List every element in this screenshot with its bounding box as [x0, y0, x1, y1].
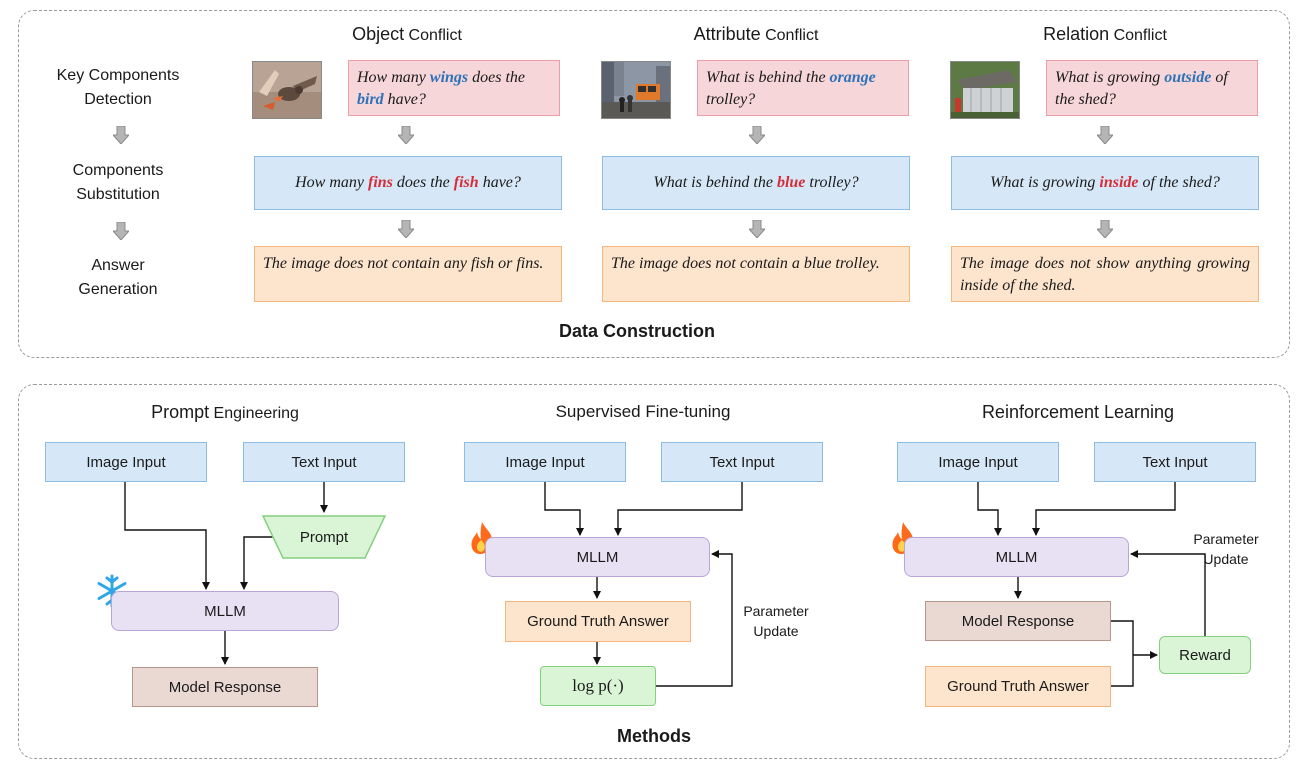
substituted-text: What is behind the blue trolley?: [653, 174, 859, 191]
prompt-trapezoid: [262, 515, 386, 559]
pe-text-input: Text Input: [243, 442, 405, 482]
step-label-substitution: Components Substitution: [72, 162, 164, 203]
title-keyword: Object: [352, 24, 405, 44]
column-title-attribute: Attribute Conflict: [606, 24, 906, 45]
data-construction-title: Data Construction: [558, 321, 715, 341]
sft-image-input: Image Input: [464, 442, 626, 482]
rl-image-input: Image Input: [897, 442, 1059, 482]
original-question-relation: What is growing outside of the shed?: [1046, 60, 1258, 116]
question-text: How many wings does the bird have?: [357, 69, 526, 108]
data-construction-panel: [18, 10, 1290, 358]
sft-logp: log p(·): [540, 666, 656, 706]
question-text: What is behind the orange trolley?: [706, 69, 876, 108]
sft-text-input: Text Input: [661, 442, 823, 482]
title-suffix: Conflict: [760, 27, 819, 44]
down-arrow-icon: [1097, 220, 1113, 238]
rl-text-input: Text Input: [1094, 442, 1256, 482]
question-text: What is growing outside of the shed?: [1055, 69, 1228, 108]
title-suffix: Conflict: [404, 27, 462, 44]
answer-object: The image does not contain any fish or f…: [254, 246, 562, 302]
trolley-thumbnail: [601, 61, 671, 119]
substituted-text: What is growing inside of the shed?: [990, 174, 1220, 191]
sft-parameter-update: Parameter Update: [743, 603, 809, 639]
substituted-question-attribute: What is behind the blue trolley?: [602, 156, 910, 210]
title-keyword: Prompt: [151, 402, 210, 422]
down-arrow-icon: [749, 220, 765, 238]
pe-image-input: Image Input: [45, 442, 207, 482]
title-suffix: Conflict: [1109, 27, 1167, 44]
pe-prompt: Prompt: [299, 528, 349, 546]
step-label-generation: Answer Generation: [78, 257, 158, 298]
rl-title: Reinforcement Learning: [981, 402, 1175, 422]
down-arrow-icon: [1097, 126, 1113, 144]
answer-attribute: The image does not contain a blue trolle…: [602, 246, 910, 302]
pe-mllm: MLLM: [111, 591, 339, 631]
answer-relation: The image does not show anything growing…: [951, 246, 1259, 302]
column-title-object: Object Conflict: [257, 24, 557, 45]
column-title-relation: Relation Conflict: [955, 24, 1255, 45]
down-arrow-icon: [113, 126, 129, 144]
rl-model-response: Model Response: [925, 601, 1111, 641]
substituted-text: How many fins does the fish have?: [295, 174, 521, 191]
title-keyword: Relation: [1043, 24, 1110, 44]
down-arrow-icon: [398, 220, 414, 238]
sft-mllm: MLLM: [485, 537, 710, 577]
bird-thumbnail: [252, 61, 322, 119]
sft-ground-truth: Ground Truth Answer: [505, 601, 691, 642]
down-arrow-icon: [749, 126, 765, 144]
rl-ground-truth: Ground Truth Answer: [925, 666, 1111, 707]
step-label-detection: Key Components Detection: [56, 67, 180, 108]
methods-panel: [18, 384, 1290, 759]
original-question-attribute: What is behind the orange trolley?: [697, 60, 909, 116]
pe-model-response: Model Response: [132, 667, 318, 707]
down-arrow-icon: [113, 222, 129, 240]
substituted-question-object: How many fins does the fish have?: [254, 156, 562, 210]
substituted-question-relation: What is growing inside of the shed?: [951, 156, 1259, 210]
sft-title: Supervised Fine-tuning: [555, 402, 731, 421]
title-suffix: Engineering: [209, 405, 299, 422]
rl-reward: Reward: [1159, 636, 1251, 674]
rl-mllm: MLLM: [904, 537, 1129, 577]
rl-parameter-update: Parameter Update: [1193, 531, 1259, 567]
prompt-engineering-title: Prompt Engineering: [75, 402, 375, 423]
original-question-object: How many wings does the bird have?: [348, 60, 560, 116]
title-keyword: Attribute: [693, 24, 761, 44]
shed-thumbnail: [950, 61, 1020, 119]
down-arrow-icon: [398, 126, 414, 144]
methods-title: Methods: [617, 726, 691, 746]
